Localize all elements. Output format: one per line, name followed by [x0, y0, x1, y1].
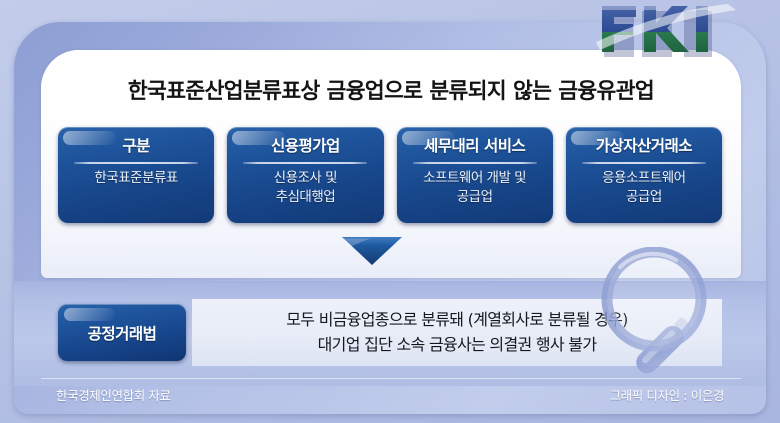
category-body: 한국표준분류표	[94, 170, 178, 187]
conclusion-text-panel: 모두 비금융업종으로 분류돼 (계열회사로 분류될 경우) 대기업 집단 소속 …	[192, 299, 722, 366]
category-box-gubun[interactable]: 구분 한국표준분류표	[58, 127, 215, 223]
category-heading: 세무대리 서비스	[424, 137, 526, 155]
footer-divider	[41, 378, 741, 379]
conclusion-line-1: 모두 비금융업종으로 분류돼 (계열회사로 분류될 경우)	[286, 309, 628, 329]
conclusion-label: 공정거래법	[87, 324, 157, 343]
category-divider	[581, 162, 706, 165]
category-divider	[412, 162, 537, 165]
category-heading: 신용평가업	[270, 137, 340, 155]
category-heading: 구분	[122, 137, 150, 155]
footer-source: 한국경제인연합회 자료	[56, 388, 171, 403]
footer-credit: 그래픽 디자인 : 이은경	[609, 388, 725, 403]
conclusion-label-box[interactable]: 공정거래법	[58, 304, 186, 361]
category-divider	[243, 162, 368, 165]
down-arrow-icon	[342, 237, 402, 265]
page-title: 한국표준산업분류표상 금융업으로 분류되지 않는 금융유관업	[127, 79, 655, 104]
fki-logo[interactable]	[596, 2, 746, 64]
category-heading: 가상자산거래소	[595, 137, 693, 155]
flow-arrow	[340, 236, 404, 266]
fki-logo-icon	[596, 4, 736, 57]
category-divider	[74, 162, 199, 165]
conclusion-line-2: 대기업 집단 소속 금융사는 의결권 행사 불가	[317, 334, 597, 354]
footer: 한국경제인연합회 자료 그래픽 디자인 : 이은경	[56, 385, 724, 404]
